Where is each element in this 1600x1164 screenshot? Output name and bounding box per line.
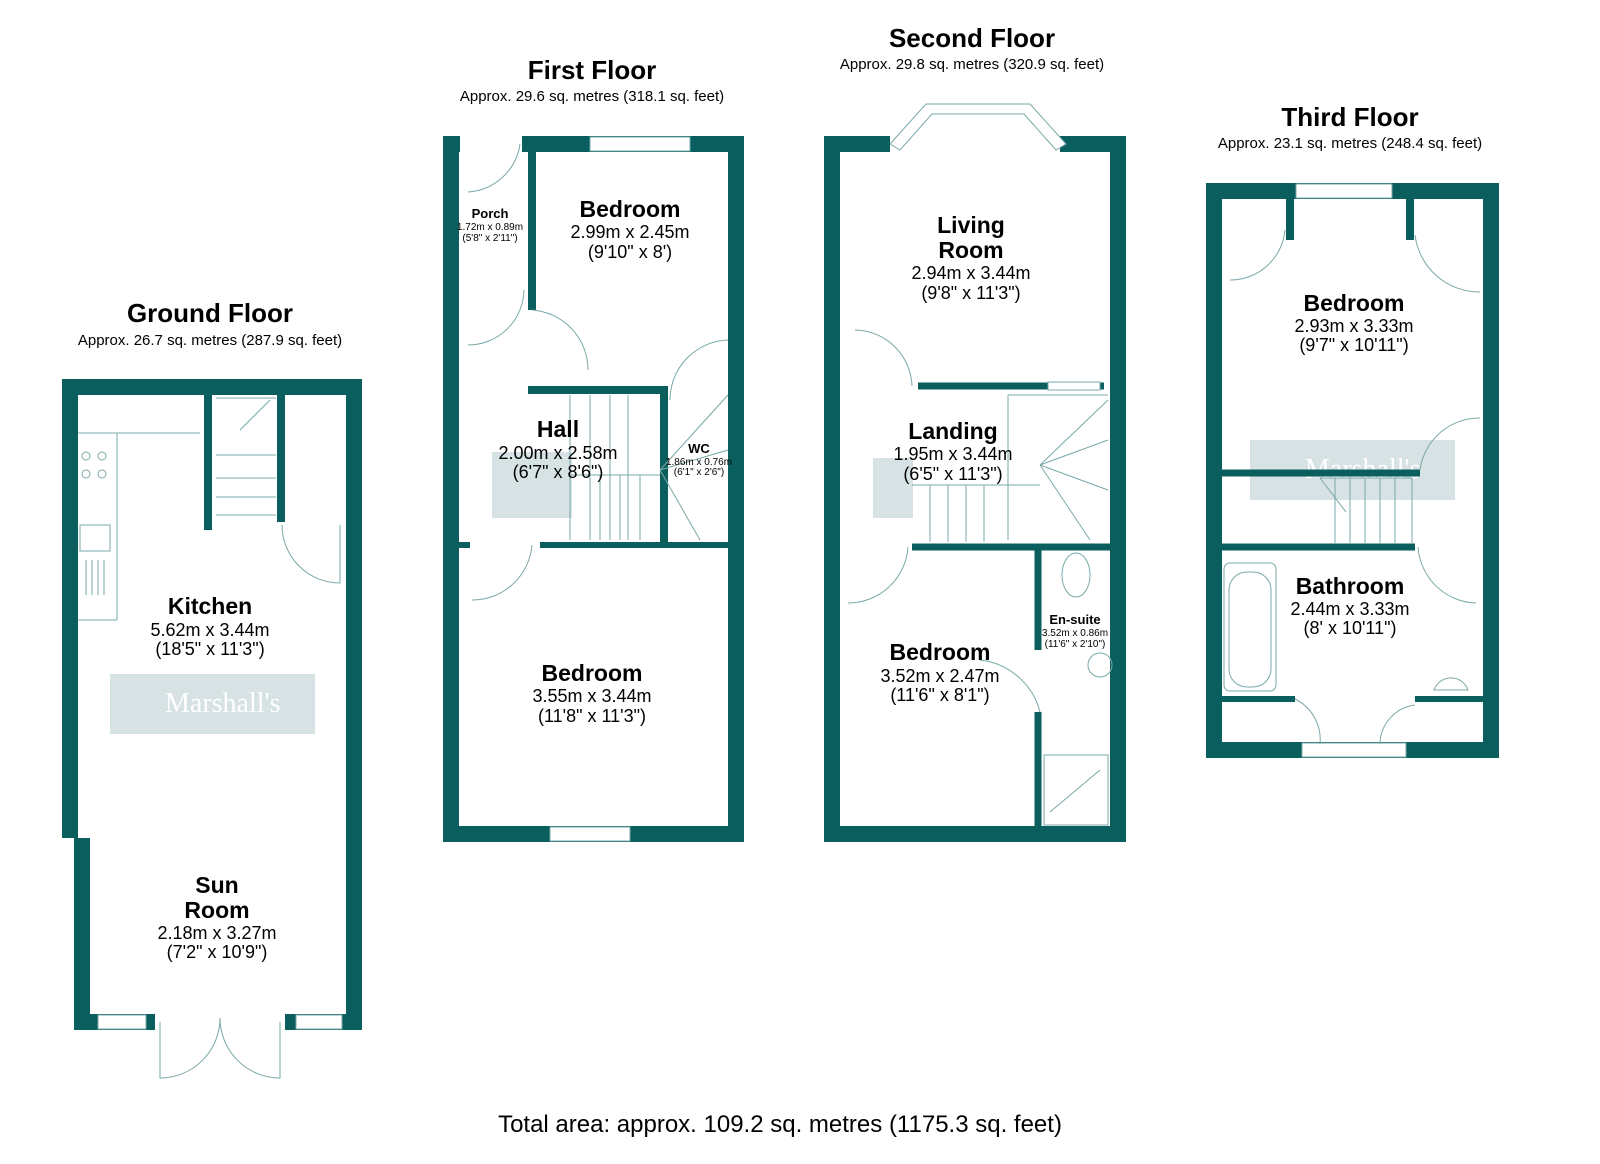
third-floor-title: Third Floor xyxy=(1281,102,1418,132)
room-size-metric: 1.86m x 0.76m xyxy=(666,457,732,468)
svg-text:Marshall's: Marshall's xyxy=(165,688,280,719)
third-floor-plan xyxy=(1206,183,1499,758)
room-size-metric: 2.94m x 3.44m xyxy=(911,263,1030,283)
room-size-imperial: (9'10" x 8') xyxy=(588,242,672,262)
room-size-imperial: (5'8" x 2'11") xyxy=(462,233,517,244)
ground-floor-plan xyxy=(62,379,362,1079)
room-size-metric: 5.62m x 3.44m xyxy=(150,620,269,640)
room-size-metric: 3.52m x 2.47m xyxy=(880,666,999,686)
room-size-imperial: (6'1" x 2'6") xyxy=(674,467,724,478)
room-name: Sun xyxy=(195,872,238,898)
second-floor-plan xyxy=(824,103,1126,842)
room-size-imperial: (9'8" x 11'3") xyxy=(921,283,1020,303)
room-size-metric: 1.95m x 3.44m xyxy=(893,444,1012,464)
third-floor-area: Approx. 23.1 sq. metres (248.4 sq. feet) xyxy=(1218,135,1482,152)
room-size-imperial: (6'5" x 11'3") xyxy=(903,464,1002,484)
room-name: Room xyxy=(938,237,1003,263)
room-name: Bedroom xyxy=(890,639,991,665)
room-name: Bedroom xyxy=(1304,290,1405,316)
first-floor-area: Approx. 29.6 sq. metres (318.1 sq. feet) xyxy=(460,88,724,105)
room-size-metric: 1.72m x 0.89m xyxy=(457,222,523,233)
first-floor-title: First Floor xyxy=(528,55,657,85)
room-size-metric: 2.00m x 2.58m xyxy=(498,443,617,463)
room-name: Kitchen xyxy=(168,593,252,619)
room-size-imperial: (6'7" x 8'6") xyxy=(513,462,604,482)
second-floor-title: Second Floor xyxy=(889,23,1055,53)
room-size-metric: 2.99m x 2.45m xyxy=(570,222,689,242)
room-name: Bedroom xyxy=(580,196,681,222)
room-name: Bedroom xyxy=(542,660,643,686)
room-size-metric: 2.93m x 3.33m xyxy=(1294,316,1413,336)
ground-floor-area: Approx. 26.7 sq. metres (287.9 sq. feet) xyxy=(78,332,342,349)
total-area: Total area: approx. 109.2 sq. metres (11… xyxy=(498,1111,1062,1138)
room-size-metric: 3.55m x 3.44m xyxy=(532,686,651,706)
room-size-imperial: (11'6" x 8'1") xyxy=(890,685,989,705)
second-floor-area: Approx. 29.8 sq. metres (320.9 sq. feet) xyxy=(840,56,1104,73)
room-name: WC xyxy=(688,441,710,456)
room-name: Landing xyxy=(908,418,997,444)
room-name: En-suite xyxy=(1049,612,1100,627)
watermark-logo: Marshall's Marshall's xyxy=(110,440,1455,734)
room-name: Porch xyxy=(472,206,509,221)
room-name: Room xyxy=(184,897,249,923)
room-size-imperial: (11'8" x 11'3") xyxy=(538,706,646,726)
room-name: Bathroom xyxy=(1296,573,1405,599)
ground-floor-title: Ground Floor xyxy=(127,298,293,328)
room-size-imperial: (8' x 10'11") xyxy=(1304,618,1397,638)
room-name: Hall xyxy=(537,416,579,442)
room-name: Living xyxy=(937,212,1005,238)
first-floor-plan xyxy=(443,136,744,842)
room-size-imperial: (7'2" x 10'9") xyxy=(167,942,268,962)
room-size-imperial: (9'7" x 10'11") xyxy=(1299,335,1408,355)
room-size-metric: 2.18m x 3.27m xyxy=(157,923,276,943)
room-size-imperial: (11'6" x 2'10") xyxy=(1045,639,1106,650)
room-size-metric: 2.44m x 3.33m xyxy=(1290,599,1409,619)
room-size-metric: 3.52m x 0.86m xyxy=(1042,628,1108,639)
room-size-imperial: (18'5" x 11'3") xyxy=(155,639,264,659)
